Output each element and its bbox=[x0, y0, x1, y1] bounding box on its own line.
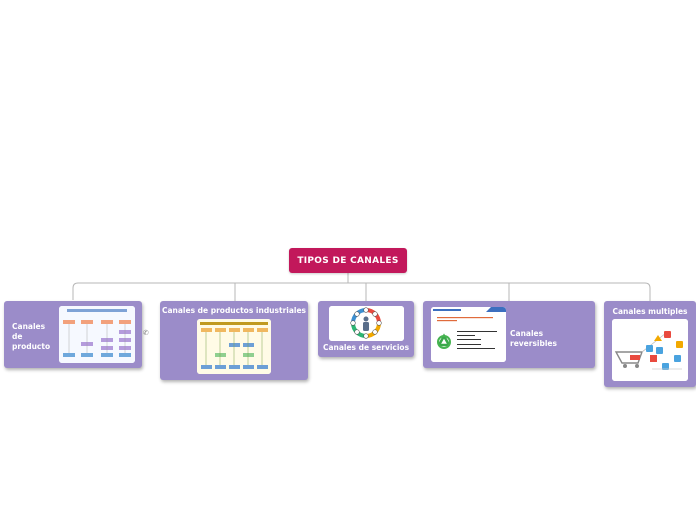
branch-canales-producto[interactable]: Canales de producto bbox=[4, 301, 142, 368]
branch-canales-productos-industriales[interactable]: Canales de productos industriales bbox=[160, 301, 308, 380]
collapse-icon[interactable]: ✆ bbox=[143, 329, 149, 337]
root-topic[interactable]: TIPOS DE CANALES bbox=[289, 248, 407, 273]
branch-canales-multiples[interactable]: Canales multiples bbox=[604, 301, 696, 387]
branch-canales-servicios[interactable]: Canales de servicios bbox=[318, 301, 414, 357]
chart-thumbnail bbox=[59, 306, 135, 363]
branch-label: Canales reversibles bbox=[510, 329, 557, 348]
branch-canales-reversibles[interactable]: Canales reversibles bbox=[423, 301, 595, 368]
recycle-slide-thumbnail bbox=[431, 307, 506, 362]
chart-thumbnail bbox=[197, 319, 271, 374]
root-title: TIPOS DE CANALES bbox=[297, 255, 399, 266]
branch-label: Canales de productos industriales bbox=[161, 306, 307, 315]
people-cycle-icon bbox=[329, 306, 404, 341]
branch-label: Canales de servicios bbox=[322, 343, 410, 352]
multichannel-illustration bbox=[612, 319, 688, 381]
branch-label: Canales de producto bbox=[12, 322, 51, 351]
branch-label: Canales multiples bbox=[612, 307, 688, 316]
